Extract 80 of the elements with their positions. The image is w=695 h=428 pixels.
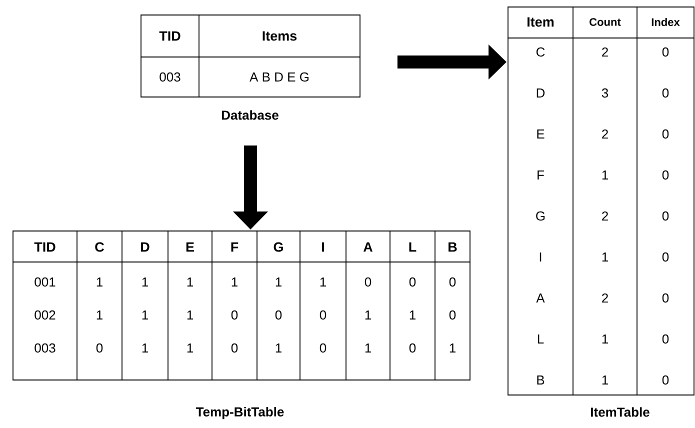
table-cell: 0 bbox=[364, 277, 372, 287]
table-cell: 001 bbox=[34, 277, 56, 287]
table bbox=[140, 14, 360, 98]
table-cell: F bbox=[538, 170, 544, 180]
table-cell: 1 bbox=[602, 376, 608, 384]
table-cell: 1 bbox=[187, 310, 193, 320]
table-cell: L bbox=[409, 242, 416, 252]
table-cell: 003 bbox=[160, 72, 180, 82]
table-cell: F bbox=[231, 242, 238, 252]
table-cell: B bbox=[537, 376, 544, 384]
table-cell: 0 bbox=[320, 343, 326, 353]
table-cell: 0 bbox=[662, 211, 669, 221]
table-cell: A bbox=[363, 242, 373, 252]
table-cell: 1 bbox=[410, 310, 416, 320]
table-cell: 1 bbox=[276, 278, 282, 286]
table-cell: I bbox=[540, 252, 542, 262]
table-cell: 0 bbox=[96, 343, 103, 353]
table-cell: 2 bbox=[602, 47, 608, 57]
table-cell: 0 bbox=[449, 310, 456, 320]
table-cell: 0 bbox=[662, 293, 669, 303]
table-cell: 0 bbox=[320, 310, 326, 320]
table-cell: C bbox=[536, 47, 545, 57]
table-cell: 1 bbox=[142, 278, 148, 286]
table-cell: 0 bbox=[409, 277, 416, 287]
table-cell: C bbox=[95, 242, 104, 252]
table-cell: 1 bbox=[276, 344, 282, 352]
table-cell: TID bbox=[159, 31, 180, 41]
table-cell: I bbox=[322, 242, 324, 252]
table-cell: 1 bbox=[320, 278, 326, 286]
table-cell: E bbox=[186, 242, 194, 252]
table-cell: 1 bbox=[96, 310, 102, 320]
table-cell: 0 bbox=[662, 375, 669, 385]
table-cell: 0 bbox=[662, 334, 669, 344]
table-caption: Temp-BitTable bbox=[196, 406, 284, 420]
table-cell: G bbox=[536, 211, 545, 221]
table-cell: E bbox=[537, 130, 544, 138]
table-cell: 1 bbox=[187, 344, 193, 352]
table-cell: Items bbox=[262, 31, 297, 41]
table-cell: A B D E G bbox=[250, 72, 308, 82]
table-cell: Item bbox=[528, 17, 554, 27]
table-cell: 0 bbox=[231, 343, 238, 353]
table-cell: 2 bbox=[602, 211, 608, 221]
table-cell: 2 bbox=[602, 293, 608, 303]
table-cell: 1 bbox=[187, 278, 193, 286]
table-cell: G bbox=[274, 242, 283, 252]
table-cell: 0 bbox=[662, 88, 669, 98]
table-cell: 0 bbox=[275, 310, 282, 320]
table-cell: 0 bbox=[662, 47, 669, 57]
table-cell: Index bbox=[652, 18, 680, 26]
table-cell: 002 bbox=[34, 310, 56, 320]
table-cell: D bbox=[536, 88, 545, 98]
table bbox=[508, 6, 694, 396]
table-cell: 1 bbox=[142, 344, 148, 352]
table-cell: 1 bbox=[450, 344, 456, 352]
table-cell: 3 bbox=[602, 88, 608, 98]
table-caption: ItemTable bbox=[591, 407, 650, 417]
table-cell: L bbox=[538, 334, 544, 344]
table-cell: 1 bbox=[96, 278, 102, 286]
table-cell: 1 bbox=[602, 252, 608, 262]
table-cell: TID bbox=[34, 242, 56, 252]
table-cell: 0 bbox=[231, 310, 238, 320]
table-cell: 0 bbox=[662, 129, 669, 139]
table-cell: 1 bbox=[142, 310, 148, 320]
table-cell: 0 bbox=[449, 277, 456, 287]
table-cell: A bbox=[536, 294, 545, 302]
table-cell: 0 bbox=[662, 170, 669, 180]
table-cell: 1 bbox=[602, 334, 608, 344]
table-cell: D bbox=[141, 242, 150, 252]
table-cell: B bbox=[448, 242, 457, 252]
table-cell: 2 bbox=[602, 129, 608, 139]
table-cell: 1 bbox=[365, 344, 371, 352]
table bbox=[12, 230, 470, 380]
table-cell: 1 bbox=[365, 310, 371, 320]
table-cell: 1 bbox=[602, 170, 608, 180]
table-cell: Count bbox=[590, 18, 621, 26]
table-cell: 0 bbox=[409, 343, 416, 353]
table-cell: 003 bbox=[34, 343, 56, 353]
table-cell: 1 bbox=[232, 278, 238, 286]
table-caption: Database bbox=[222, 110, 278, 120]
table-cell: 0 bbox=[662, 252, 669, 262]
